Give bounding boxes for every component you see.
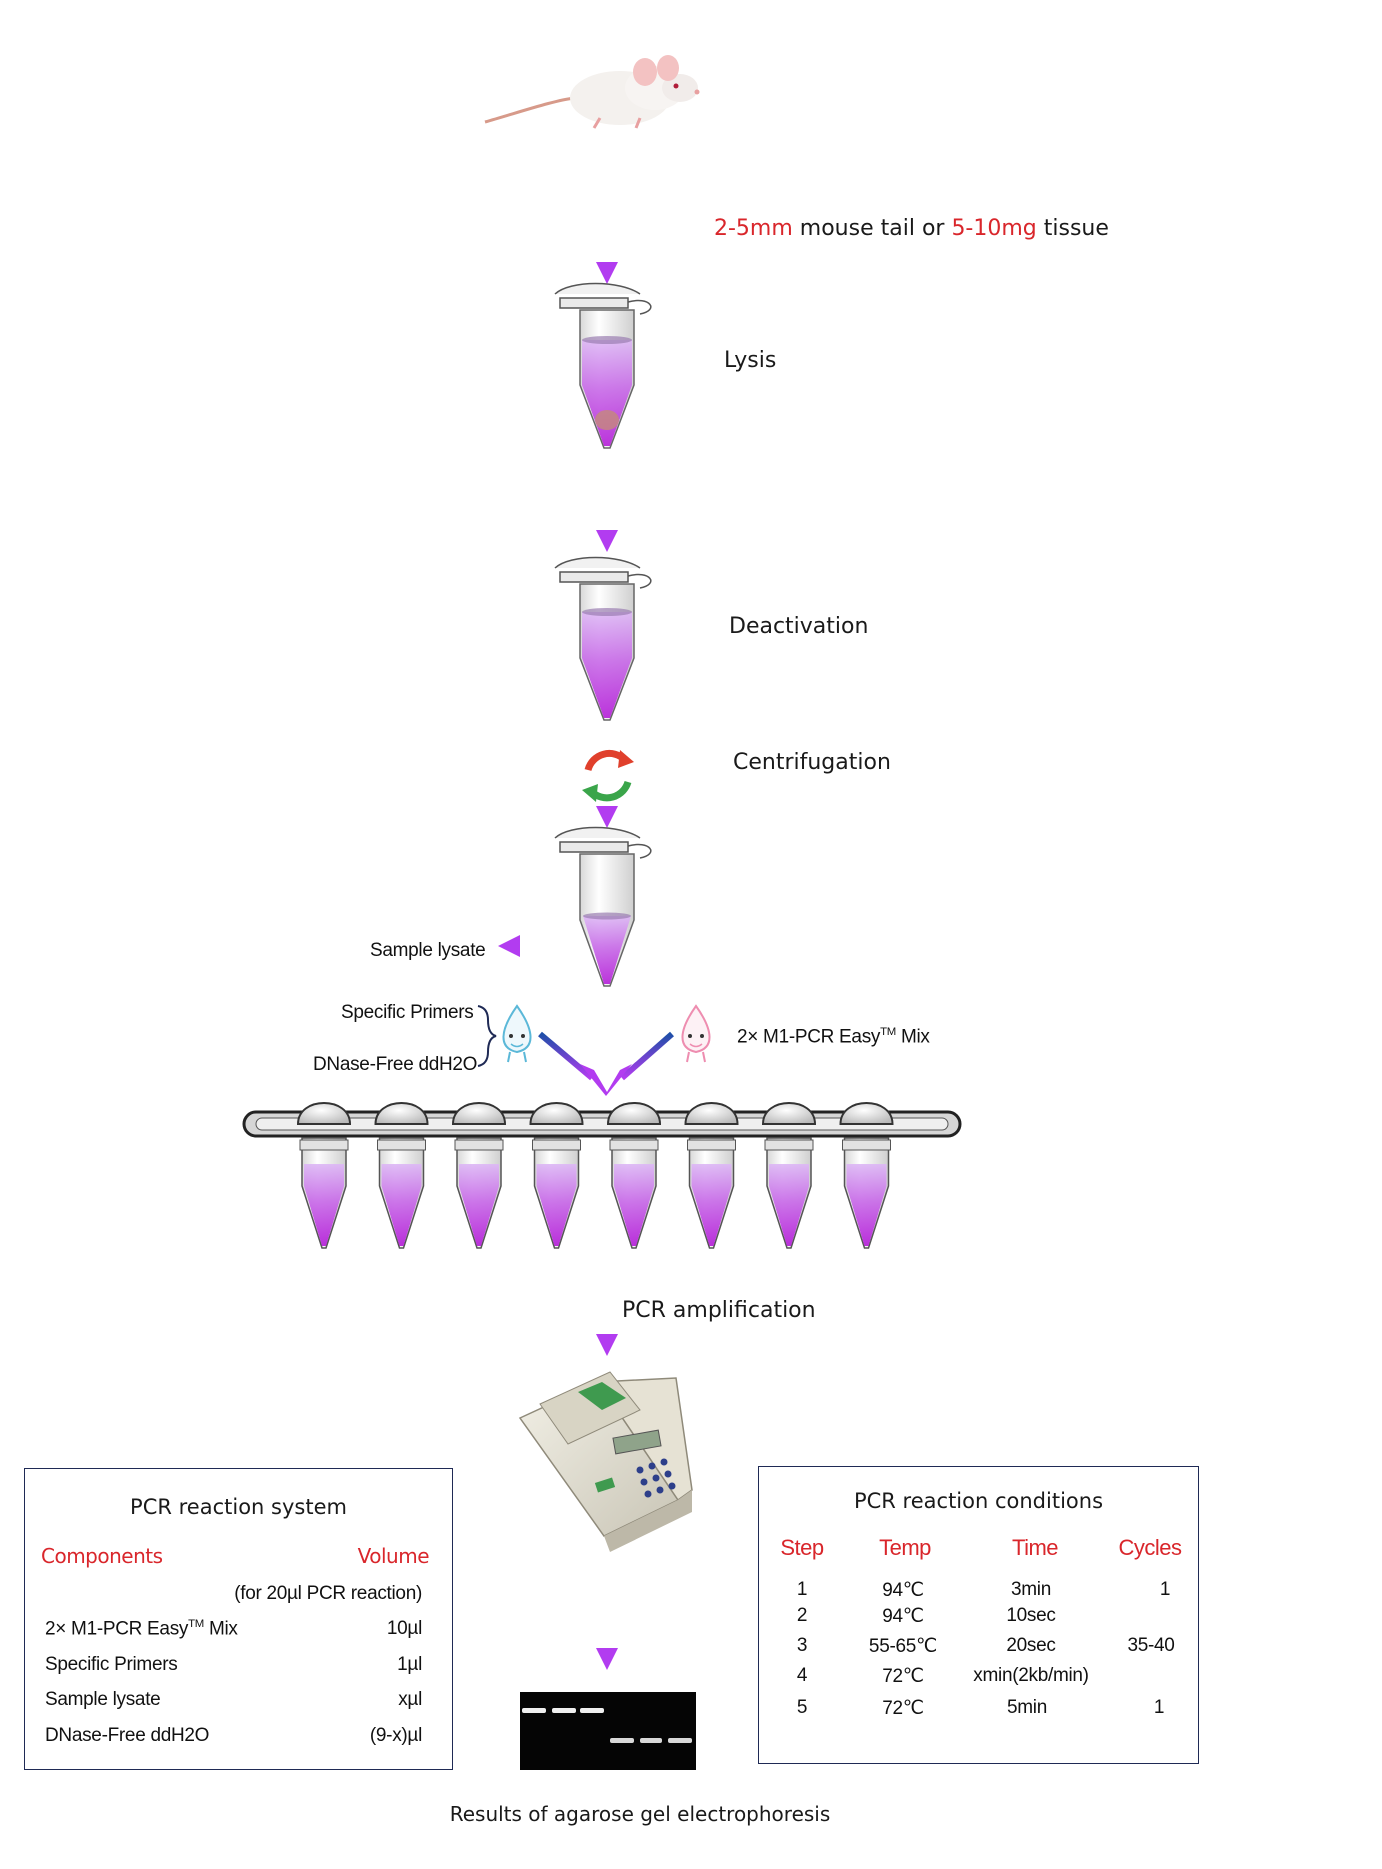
arrow-deactivation-to-centrifugation <box>596 726 618 828</box>
arrows-into-pcr-strip <box>538 996 674 1096</box>
temp-header: Temp <box>879 1535 931 1560</box>
cycles-cell: 1 <box>1153 1697 1165 1718</box>
component-row: Sample lysate <box>45 1689 161 1710</box>
gel-image-icon <box>520 1692 696 1770</box>
component-row: Specific Primers <box>45 1654 178 1675</box>
microtube-icon <box>554 826 652 987</box>
cycles-header: Cycles <box>1118 1535 1182 1560</box>
reaction-conditions-title: PCR reaction conditions <box>853 1489 1104 1513</box>
time-cell: xmin(2kb/min) <box>973 1665 1089 1686</box>
component-suffix: Mix <box>203 1618 238 1640</box>
pcr-tube-icon <box>606 1102 662 1249</box>
pcr-tube-icon <box>451 1102 507 1249</box>
component-volume: 1µl <box>397 1654 422 1675</box>
arrow-pcr-amplification <box>596 1262 618 1356</box>
pcr-tube-icon <box>684 1102 739 1249</box>
step-cell: 3 <box>796 1635 808 1656</box>
thermocycler-icon <box>518 1371 693 1552</box>
time-cell: 20sec <box>1006 1635 1056 1656</box>
component-name: 2× M1-PCR Easy <box>45 1618 189 1640</box>
pcr-tube-icon <box>529 1102 584 1249</box>
components-header: Components <box>41 1544 163 1568</box>
step-cell: 2 <box>796 1605 808 1626</box>
pcr-tube-icon <box>374 1102 429 1249</box>
step-header: Step <box>780 1535 824 1560</box>
step-cell: 1 <box>796 1579 808 1600</box>
pcr-tube-icon <box>296 1102 352 1249</box>
time-cell: 5min <box>1007 1697 1047 1718</box>
sample-text-2: tissue <box>1036 216 1109 241</box>
sample-label: 2-5mm mouse tail or 5-10mg tissue <box>714 216 1109 241</box>
mix-sup: TM <box>880 1026 896 1038</box>
pcr-tube-icon <box>761 1102 817 1249</box>
specific-primers-label: Specific Primers <box>341 1002 474 1023</box>
mix-suffix: Mix <box>895 1026 930 1048</box>
temp-cell: 94℃ <box>882 1606 924 1627</box>
step-cell: 5 <box>796 1697 808 1718</box>
temp-cell: 72℃ <box>882 1666 924 1687</box>
lysis-label: Lysis <box>724 348 777 373</box>
component-volume: 10µl <box>386 1618 422 1639</box>
sample-text-1: mouse tail or <box>792 216 952 241</box>
time-cell: 3min <box>1011 1579 1051 1600</box>
gel-caption: Results of agarose gel electrophoresis <box>449 1802 831 1826</box>
deactivation-label: Deactivation <box>729 614 869 639</box>
pcr-strip-icon <box>242 1102 962 1249</box>
time-cell: 10sec <box>1006 1605 1056 1626</box>
step-cell: 4 <box>796 1665 808 1686</box>
sample-weight-red: 5-10mg <box>951 216 1037 241</box>
arrow-lysis-to-deactivation <box>596 458 618 552</box>
reaction-note: (for 20µl PCR reaction) <box>234 1583 422 1604</box>
mouse-icon <box>484 55 700 129</box>
volume-header: Volume <box>357 1544 430 1568</box>
arrow-sample-lysate <box>498 935 590 957</box>
reaction-system-box: PCR reaction system Components Volume (f… <box>24 1468 453 1770</box>
droplet-mascot-icon <box>681 1004 711 1063</box>
microtube-icon <box>554 556 652 721</box>
arrow-to-gel <box>596 1574 618 1670</box>
reaction-system-title: PCR reaction system <box>130 1495 347 1519</box>
temp-cell: 55-65℃ <box>868 1636 938 1657</box>
arrow-sample-to-lysis <box>596 182 618 284</box>
droplet-mascot-icon <box>502 1004 532 1063</box>
cycles-cell: 1 <box>1159 1579 1171 1600</box>
ddh2o-label: DNase-Free ddH2O <box>313 1054 478 1075</box>
sample-size-red: 2-5mm <box>714 216 793 241</box>
reaction-conditions-box: PCR reaction conditions Step Temp Time C… <box>758 1466 1199 1764</box>
component-row: 2× M1-PCR EasyTM Mix <box>45 1618 238 1640</box>
temp-cell: 72℃ <box>882 1698 924 1719</box>
pcr-amplification-label: PCR amplification <box>622 1298 816 1323</box>
mix-prefix: 2× M1-PCR Easy <box>737 1026 881 1048</box>
component-volume: xµl <box>398 1689 422 1710</box>
component-sup: TM <box>188 1618 204 1630</box>
cycles-cell: 35-40 <box>1127 1635 1175 1656</box>
sample-lysate-label: Sample lysate <box>370 940 486 961</box>
component-row: DNase-Free ddH2O <box>45 1725 210 1746</box>
brace <box>477 1005 497 1067</box>
centrifugation-label: Centrifugation <box>733 750 891 775</box>
temp-cell: 94℃ <box>882 1580 924 1601</box>
mix-label: 2× M1-PCR EasyTM Mix <box>737 1026 930 1048</box>
microtube-icon <box>554 282 652 449</box>
centrifuge-cycle-icon <box>582 750 634 802</box>
component-volume: (9-x)µl <box>369 1725 422 1746</box>
pcr-tube-icon <box>839 1102 894 1249</box>
time-header: Time <box>1011 1535 1059 1560</box>
